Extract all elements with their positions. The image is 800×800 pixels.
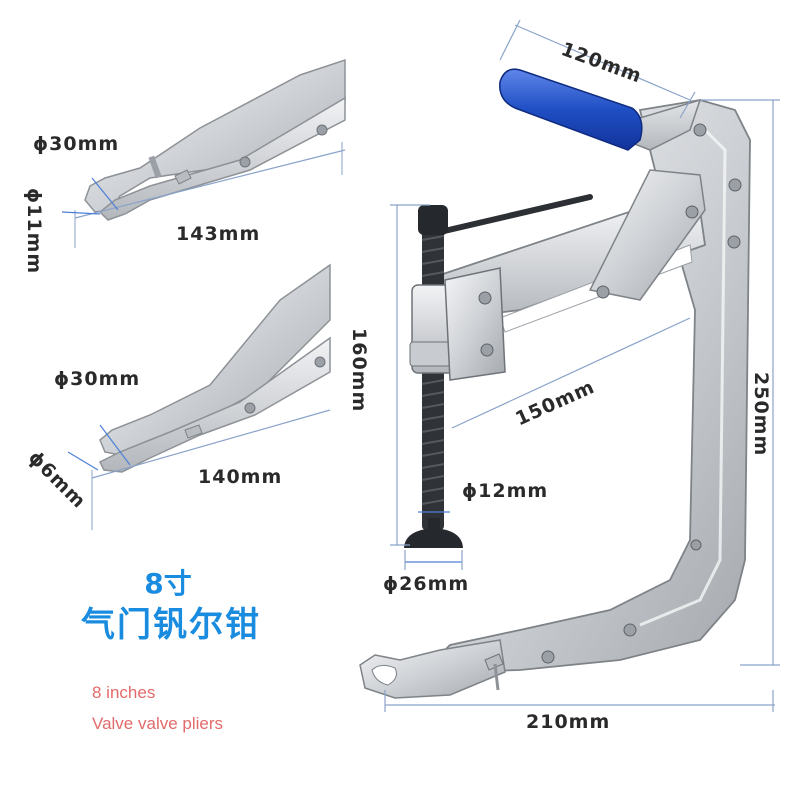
dim-jaw1-outer: ϕ30mm	[33, 133, 120, 155]
dim-screw-diameter: ϕ12mm	[462, 480, 549, 502]
dim-jaw2-length: 140mm	[198, 466, 283, 488]
title-name-en: Valve valve pliers	[92, 714, 224, 733]
title-size-cn: 8寸	[144, 567, 192, 600]
title-size-en: 8 inches	[92, 683, 156, 702]
dim-jaw1-length: 143mm	[176, 223, 261, 245]
dim-total-height: 250mm	[750, 372, 772, 457]
jaw-detail-lower	[67, 263, 331, 530]
dim-total-width: 210mm	[526, 711, 611, 733]
dim-pad-diameter: ϕ26mm	[383, 573, 470, 595]
valve-spring-compressor	[359, 68, 751, 699]
jaw-detail-upper	[61, 58, 346, 248]
dim-screw-height: 160mm	[348, 328, 370, 413]
dim-jaw1-inner: ϕ11mm	[23, 188, 45, 275]
dimension-lines	[384, 19, 780, 712]
dim-jaw2-outer: ϕ30mm	[54, 368, 141, 390]
title-name-cn: 气门钒尔钳	[81, 605, 261, 645]
